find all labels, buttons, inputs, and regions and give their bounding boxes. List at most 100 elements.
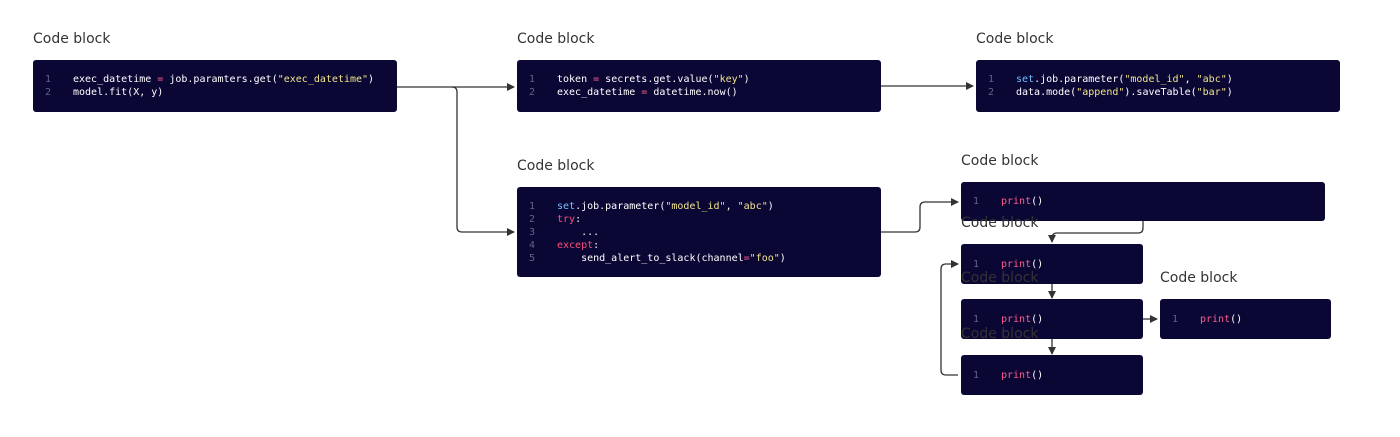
code-block[interactable]: 1 set.job.parameter("model_id", "abc") 2 da…: [976, 60, 1340, 112]
code-token: "model_id": [1124, 74, 1185, 85]
line-number: 2: [988, 87, 995, 98]
code-block[interactable]: 1 print(): [961, 182, 1325, 221]
code-token: model.fit(X, y): [73, 87, 164, 98]
code-block-label: Code block: [517, 31, 595, 47]
code-token: "foo": [749, 253, 780, 264]
arrow-b5-to-b6: [1048, 221, 1144, 243]
code-block-label: Code block: [1160, 270, 1238, 286]
line-number: 2: [529, 87, 536, 98]
code-token: set: [1016, 74, 1035, 85]
arrow-b4-to-b5: [881, 198, 959, 233]
line-number: 2: [45, 87, 52, 98]
code-block[interactable]: 1 print(): [1160, 299, 1331, 339]
code-token: "abc": [1196, 74, 1227, 85]
code-line: 2 try:: [529, 213, 869, 226]
code-line: 1 set.job.parameter("model_id", "abc"): [988, 73, 1328, 86]
code-line: 3 ...: [529, 226, 869, 239]
code-token: ...: [557, 227, 600, 238]
line-number: 3: [529, 227, 536, 238]
line-number: 1: [45, 74, 52, 85]
code-token: print: [1001, 259, 1032, 270]
line-number: 1: [973, 314, 980, 325]
code-block-label: Code block: [976, 31, 1054, 47]
code-token: secrets.get.value(: [599, 74, 714, 85]
code-token: print: [1001, 370, 1032, 381]
code-token: try: [557, 214, 576, 225]
line-number: 1: [988, 74, 995, 85]
code-token: "abc": [737, 201, 768, 212]
code-block-label: Code block: [517, 158, 595, 174]
code-block-label: Code block: [961, 326, 1039, 342]
code-token: (): [1031, 314, 1044, 325]
code-token: ): [1226, 87, 1233, 98]
code-token: send_alert_to_slack(channel: [557, 253, 744, 264]
code-line: 1 token = secrets.get.value("key"): [529, 73, 869, 86]
code-block-label: Code block: [33, 31, 111, 47]
code-token: .job.parameter(: [1034, 74, 1125, 85]
code-token: datetime.now(): [647, 87, 738, 98]
code-token: ): [743, 74, 750, 85]
code-token: "append": [1076, 87, 1125, 98]
code-token: except: [557, 240, 594, 251]
code-token: "model_id": [665, 201, 726, 212]
code-token: exec_datetime: [73, 74, 158, 85]
code-token: ): [767, 201, 774, 212]
code-token: ): [368, 74, 375, 85]
code-block-label: Code block: [961, 270, 1039, 286]
code-line: 2 exec_datetime = datetime.now(): [529, 86, 869, 99]
code-block[interactable]: 1 print(): [961, 355, 1143, 395]
code-token: ): [1226, 74, 1233, 85]
code-token: token: [557, 74, 594, 85]
code-token: (): [1031, 196, 1044, 207]
code-token: ): [779, 253, 786, 264]
line-number: 1: [973, 259, 980, 270]
line-number: 1: [973, 370, 980, 381]
line-number: 5: [529, 253, 536, 264]
line-number: 1: [1172, 314, 1179, 325]
code-line: 1 print(): [1172, 313, 1319, 326]
line-number: 4: [529, 240, 536, 251]
code-token: :: [575, 214, 582, 225]
line-number: 1: [973, 196, 980, 207]
code-block-label: Code block: [961, 215, 1039, 231]
code-block[interactable]: 1 token = secrets.get.value("key") 2 exec_d…: [517, 60, 881, 112]
code-token: "key": [713, 74, 744, 85]
code-token: =: [641, 87, 648, 98]
line-number: 1: [529, 74, 536, 85]
code-token: ,: [1184, 74, 1197, 85]
code-token: :: [593, 240, 600, 251]
code-line: 1 set.job.parameter("model_id", "abc"): [529, 200, 869, 213]
arrow-b1-to-b4: [451, 86, 515, 236]
code-block[interactable]: 1 set.job.parameter("model_id", "abc") 2 tr…: [517, 187, 881, 277]
code-token: =: [593, 74, 600, 85]
code-token: exec_datetime: [557, 87, 642, 98]
code-token: =: [157, 74, 164, 85]
line-number: 1: [529, 201, 536, 212]
code-line: 1 print(): [973, 195, 1313, 208]
code-token: =: [743, 253, 750, 264]
code-token: ).saveTable(: [1124, 87, 1197, 98]
code-token: print: [1001, 196, 1032, 207]
code-line: 5 send_alert_to_slack(channel="foo"): [529, 252, 869, 265]
code-token: "bar": [1196, 87, 1227, 98]
code-token: print: [1200, 314, 1231, 325]
code-line: 2 data.mode("append").saveTable("bar"): [988, 86, 1328, 99]
code-token: "exec_datetime": [277, 74, 369, 85]
code-block-label: Code block: [961, 153, 1039, 169]
code-token: (): [1031, 259, 1044, 270]
line-number: 2: [529, 214, 536, 225]
code-line: 4 except:: [529, 239, 869, 252]
code-token: ,: [725, 201, 738, 212]
code-token: (): [1031, 370, 1044, 381]
code-token: set: [557, 201, 576, 212]
code-token: data.mode(: [1016, 87, 1077, 98]
code-block[interactable]: 1 print(): [961, 244, 1143, 284]
code-line: 1 print(): [973, 369, 1131, 382]
code-token: (): [1230, 314, 1243, 325]
code-token: .job.parameter(: [575, 201, 666, 212]
code-line: 1 print(): [973, 258, 1131, 271]
